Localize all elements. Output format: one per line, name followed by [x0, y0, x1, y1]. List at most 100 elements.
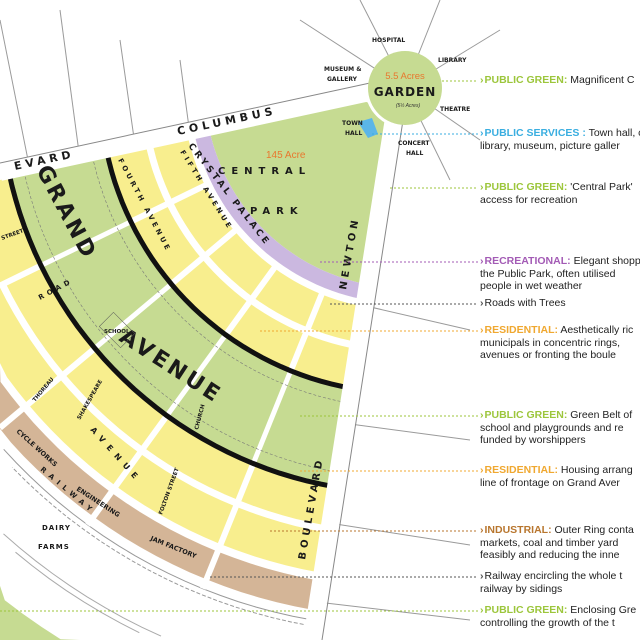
hospital-label: HOSPITAL: [372, 37, 405, 44]
garden-label: GARDEN: [374, 85, 437, 99]
annotation-text: Elegant shopp: [573, 255, 640, 267]
radial-street: [129, 182, 207, 225]
annotation-text: municipals in concentric rings,: [480, 336, 621, 349]
central-park: [205, 98, 395, 288]
arrow-icon: ›: [480, 604, 484, 616]
annotation-line: ›PUBLIC GREEN: Magnificent C: [480, 74, 634, 87]
crystal-palace-ring: [189, 98, 395, 304]
radial-street: [169, 228, 237, 287]
columbus-boulevard: [0, 83, 372, 181]
annotation-neutral: ›Roads with Trees: [480, 297, 566, 310]
annotation-line: railway by sidings: [480, 583, 622, 596]
radial-street: [85, 413, 170, 527]
town-hall-label: TOWN: [342, 120, 363, 127]
radial-street: [199, 462, 257, 590]
annotation-text: Aesthetically ric: [560, 324, 634, 336]
annotation-line: ›RESIDENTIAL: Aesthetically ric: [480, 324, 633, 337]
annotation-text: Roads with Trees: [484, 297, 566, 309]
arrow-icon: ›: [480, 524, 484, 536]
annotation-public-green: ›PUBLIC GREEN: Magnificent C: [480, 74, 634, 87]
radial-street: [0, 346, 97, 431]
annotation-line: ›RESIDENTIAL: Housing arrang: [480, 464, 633, 477]
annotation-line: ›PUBLIC GREEN: 'Central Park': [480, 181, 633, 194]
garden-acres-label: 5.5 Acres: [385, 71, 425, 82]
central-garden[interactable]: [368, 51, 442, 125]
annotation-text: Magnificent C: [570, 74, 635, 86]
annotation-line: markets, coal and timber yard: [480, 537, 634, 550]
concert-hall-label-2: HALL: [406, 150, 423, 157]
annotation-category: RECREATIONAL:: [484, 255, 571, 267]
annotation-text: funded by worshippers: [480, 434, 586, 446]
radial-street: [93, 282, 173, 351]
school-outline: [98, 311, 136, 349]
radial-street: [250, 369, 294, 465]
residential-outer-ring: [0, 98, 395, 580]
arrow-icon: ›: [480, 570, 484, 582]
annotation-category: INDUSTRIAL:: [484, 524, 552, 536]
annotation-text: Housing arrang: [560, 464, 633, 476]
arrow-icon: ›: [480, 464, 484, 476]
annotation-line: feasibly and reducing the inne: [480, 549, 634, 562]
boulevard-edge: [321, 113, 405, 640]
annotation-text: library, museum, picture galler: [480, 139, 620, 152]
annotation-line: ›PUBLIC SERVICES : Town hall, c: [480, 127, 640, 140]
annotation-text: Green Belt of: [570, 409, 633, 421]
annotation-text: 'Central Park': [570, 181, 633, 193]
radial-street: [39, 219, 132, 268]
annotation-text: markets, coal and timber yard: [480, 536, 619, 549]
annotation-text: feasibly and reducing the inne: [480, 549, 620, 561]
leader-lines: [0, 80, 478, 612]
annotation-line: library, museum, picture galler: [480, 140, 640, 153]
annotation-text: avenues or fronting the boule: [480, 349, 617, 361]
boulevard-edge: [0, 82, 371, 164]
annotation-line: access for recreation: [480, 194, 633, 207]
annotation-text: people in wet weather: [480, 280, 583, 292]
dairy-label: DAIRY: [42, 524, 71, 532]
arrow-icon: ›: [480, 74, 484, 86]
radial-street: [287, 292, 325, 372]
arrow-icon: ›: [480, 181, 484, 193]
grand-avenue-green-belt: [0, 98, 395, 493]
arrow-icon: ›: [480, 127, 484, 139]
annotation-text: Railway encircling the whole t: [484, 570, 623, 582]
annotation-line: the Public Park, often utilised: [480, 268, 640, 281]
annotation-line: ›Roads with Trees: [480, 297, 566, 310]
annotation-line: people in wet weather: [480, 280, 640, 293]
residential-inner-ring: [100, 98, 395, 393]
annotation-text: controlling the growth of the t: [480, 616, 615, 629]
annotation-text: Outer Ring conta: [554, 524, 634, 536]
annotation-text: railway by sidings: [480, 582, 563, 595]
park-acres-label: 145 Acre: [266, 150, 306, 161]
town-hall-building[interactable]: [358, 118, 378, 138]
annotation-line: line of frontage on Grand Aver: [480, 477, 633, 490]
annotation-text: the Public Park, often utilised: [480, 267, 616, 280]
avenue-path: [14, 98, 395, 479]
library-label: LIBRARY: [438, 57, 467, 64]
annotation-line: funded by worshippers: [480, 434, 632, 447]
annotation-category: RESIDENTIAL:: [484, 324, 559, 336]
annotation-category: PUBLIC SERVICES :: [484, 127, 586, 139]
annotation-text: school and playgrounds and re: [480, 421, 624, 434]
newton-boulevard: [303, 110, 404, 640]
radial-street: [164, 333, 228, 418]
annotation-category: PUBLIC GREEN:: [484, 74, 568, 86]
annotation-category: PUBLIC GREEN:: [484, 604, 568, 616]
museum-label: MUSEUM &: [324, 66, 361, 73]
arrow-icon: ›: [480, 324, 484, 336]
annotation-line: controlling the growth of the t: [480, 617, 636, 630]
arrow-icon: ›: [480, 409, 484, 421]
annotation-line: ›Railway encircling the whole t: [480, 570, 622, 583]
annotation-line: ›PUBLIC GREEN: Enclosing Gre: [480, 604, 636, 617]
annotation-text: line of frontage on Grand Aver: [480, 476, 620, 489]
radial-street: [223, 265, 277, 337]
town-hall-label-2: HALL: [345, 130, 362, 137]
gallery-label: GALLERY: [327, 76, 358, 83]
arrow-icon: ›: [480, 255, 484, 267]
